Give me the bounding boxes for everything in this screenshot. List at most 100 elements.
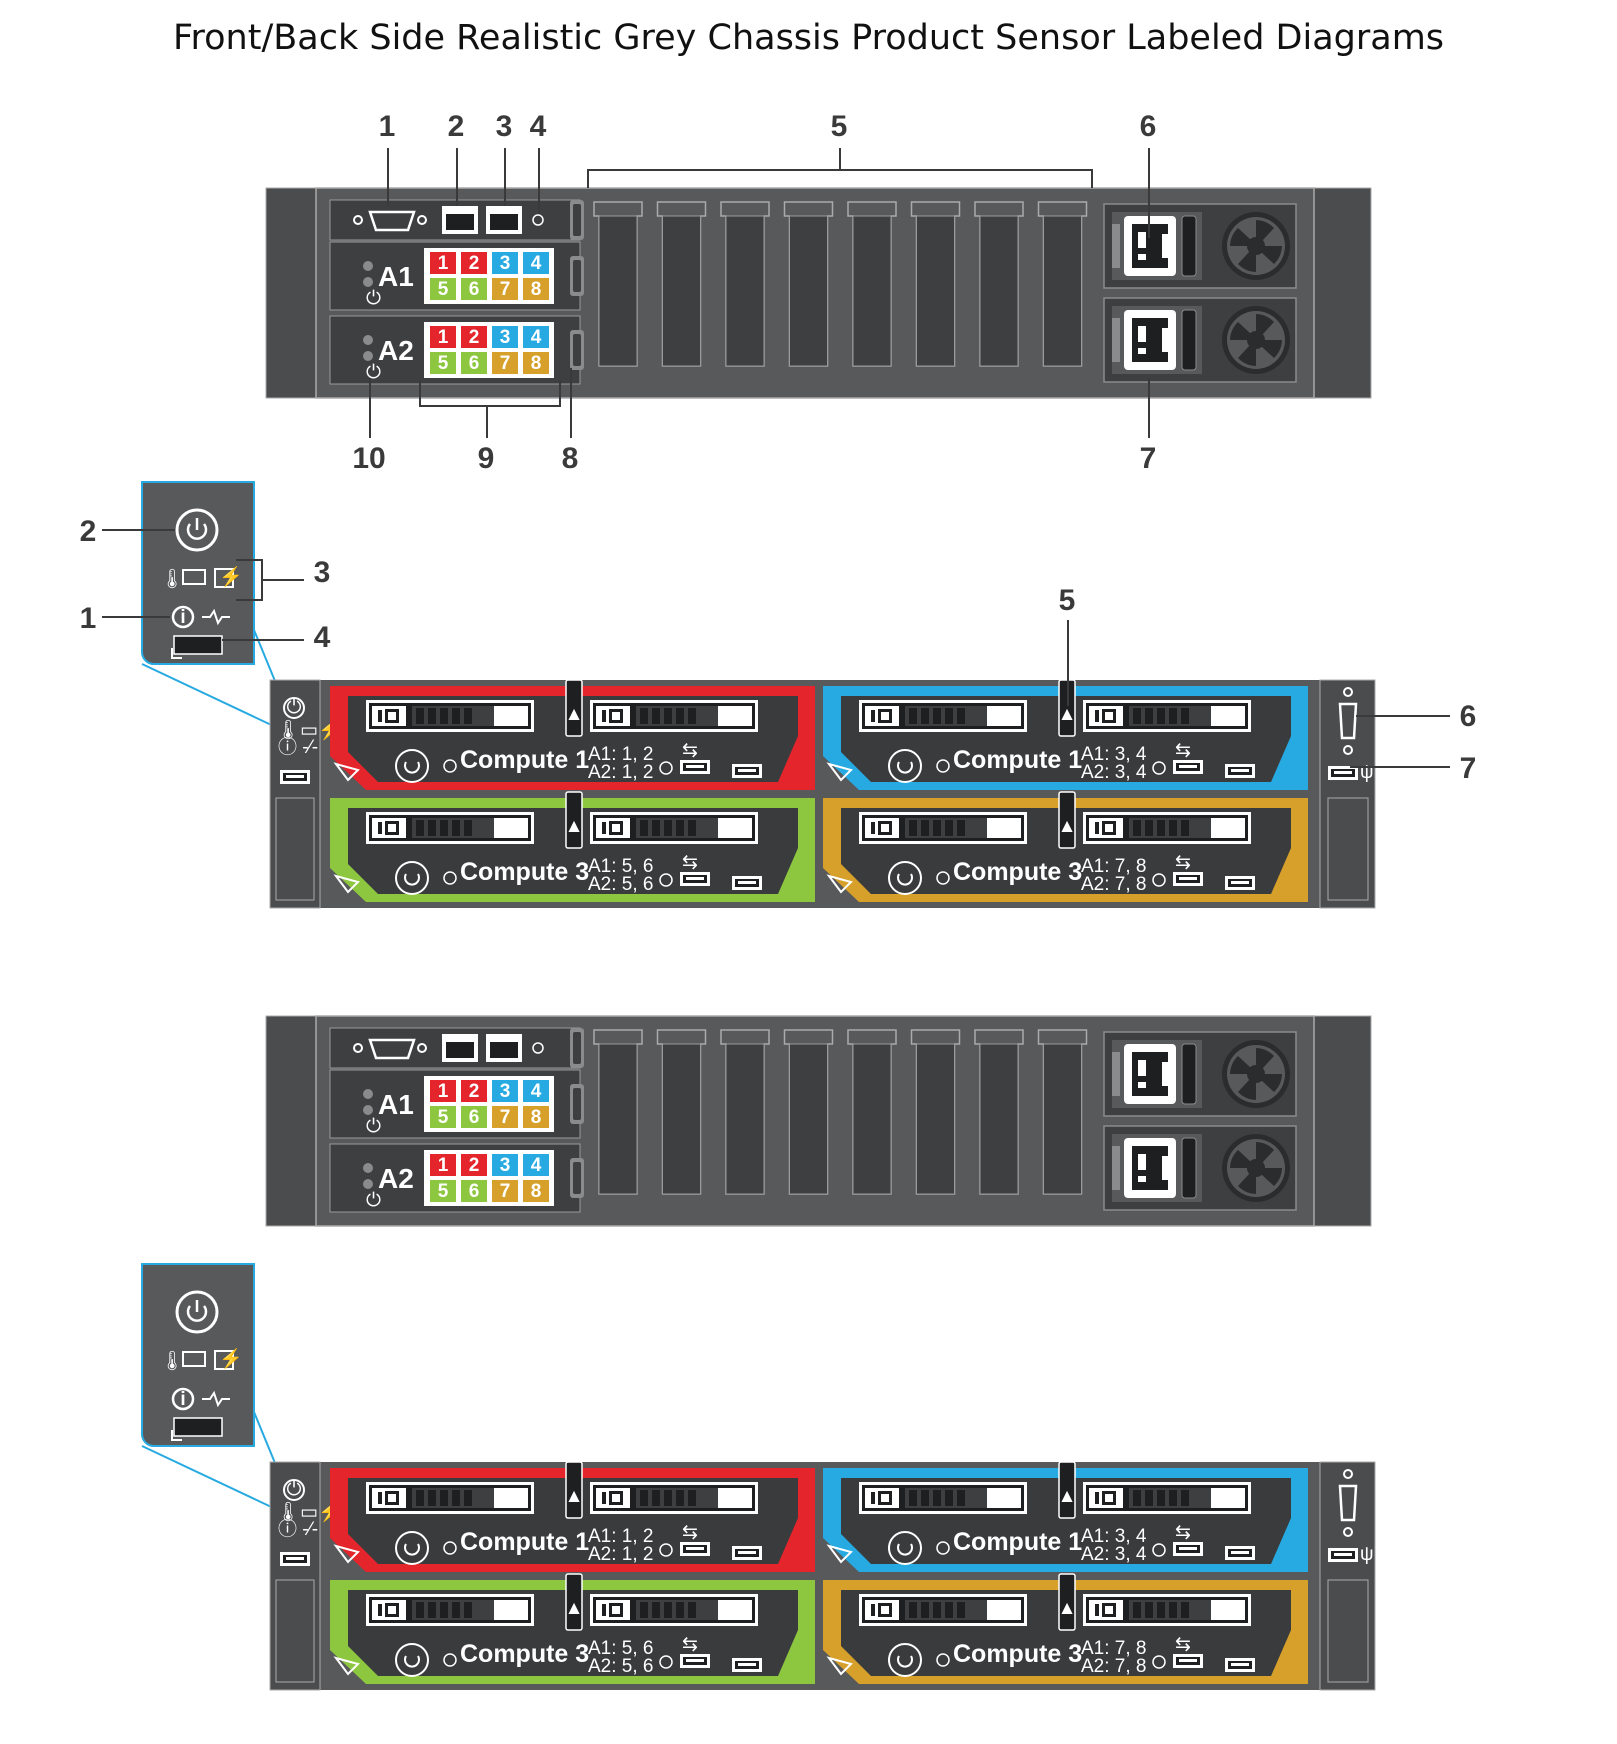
vga-port-icon [368, 210, 416, 232]
port-number: 5 [438, 1107, 449, 1128]
pcie-slot [974, 1029, 1024, 1195]
sled-label: Compute 1 [460, 1528, 589, 1556]
usb-port [1173, 1654, 1203, 1668]
mapping-a1: A1: 5, 6 [588, 1638, 654, 1659]
port-8 [523, 278, 549, 300]
usb-port [1173, 760, 1203, 774]
port-number: 4 [531, 327, 542, 348]
mapping-a2: A2: 1, 2 [588, 1544, 654, 1565]
vga-port-icon [368, 1038, 416, 1060]
usb-icon: ⇆ [682, 740, 698, 761]
port-6 [461, 1106, 487, 1128]
pcie-slot [1037, 201, 1088, 367]
latch-icon [565, 791, 583, 849]
status-led [363, 1089, 373, 1099]
status-led-icon [659, 1543, 673, 1557]
port-number: 8 [531, 1181, 542, 1202]
port-number: 3 [500, 1155, 511, 1176]
usb-port [1173, 1542, 1203, 1556]
right-ear [1319, 1461, 1376, 1691]
mapping-a1: A1: 1, 2 [588, 744, 654, 765]
sled-power-icon [395, 861, 429, 895]
heartbeat-icon [202, 608, 230, 626]
sled-handle-icon [826, 874, 853, 894]
port-number: 3 [500, 1081, 511, 1102]
status-led [363, 277, 373, 287]
sled-power-icon [888, 1531, 922, 1565]
drive-bay [366, 812, 534, 844]
callout-number: 4 [314, 621, 331, 654]
callout-number: 8 [562, 442, 579, 475]
sled-handle-icon [826, 1544, 853, 1564]
status-led [363, 261, 373, 271]
port-5 [430, 352, 456, 374]
mapping-a1: A1: 7, 8 [1081, 856, 1147, 877]
chassis-front: ⏻🌡▭⚡ⓘ -⁄-ψ▲Compute 1A1: 1, 2A2: 1, 2⇆▲Co… [269, 679, 1376, 909]
rack-ear-left [265, 1015, 317, 1227]
mapping-a2: A2: 7, 8 [1081, 1656, 1147, 1677]
sled-handle-icon [826, 762, 853, 782]
usb-icon: ⇆ [1175, 852, 1191, 873]
mapping-a1: A1: 3, 4 [1081, 1526, 1147, 1547]
usb-port [732, 764, 762, 778]
port-6 [461, 1180, 487, 1202]
port-3 [492, 1080, 518, 1102]
port-3 [492, 1154, 518, 1176]
slot-label: A2 [378, 335, 414, 366]
callout-number: 2 [448, 110, 465, 143]
bracket-line [587, 169, 1093, 188]
drive-bay [366, 1482, 534, 1514]
sled-power-icon [395, 749, 429, 783]
usb-mgmt-port-icon [173, 1417, 223, 1437]
io-module [329, 1027, 584, 1069]
slot-label: A1 [378, 1089, 414, 1120]
sled-handle-icon [826, 1656, 853, 1676]
left-ear-controls: ⏻🌡▭⚡ⓘ -⁄- [275, 1479, 342, 1683]
vga-port-icon [1338, 1484, 1358, 1522]
slot-label: A1 [378, 261, 414, 292]
handle-slot [275, 1579, 315, 1683]
port-3 [492, 326, 518, 348]
pcie-slot [783, 1029, 834, 1195]
network-port-icon [442, 206, 478, 234]
mapping-a1: A1: 3, 4 [1081, 744, 1147, 765]
rack-ear-left [265, 187, 317, 399]
id-button-icon [532, 214, 544, 226]
latch-icon [1058, 1461, 1076, 1519]
drive-bay [366, 700, 534, 732]
sled-power-icon [888, 861, 922, 895]
thermometer-icon: 🌡 [160, 569, 184, 590]
thermometer-icon: 🌡 [160, 1351, 184, 1372]
id-button-icon [532, 1042, 544, 1054]
network-port-icon [486, 1034, 522, 1062]
port-7 [492, 1180, 518, 1202]
latch-icon [565, 1573, 583, 1631]
usb-icon: ⇆ [682, 1634, 698, 1655]
callout-number: 1 [379, 110, 396, 143]
sled-label: Compute 1 [953, 746, 1082, 774]
port-number: 8 [531, 279, 542, 300]
mapping-a2: A2: 3, 4 [1081, 762, 1147, 783]
port-number: 2 [469, 1081, 480, 1102]
sled-label: Compute 3 [953, 1640, 1082, 1668]
port-7 [492, 278, 518, 300]
mapping-a2: A2: 5, 6 [588, 1656, 654, 1677]
sled-label: Compute 3 [460, 1640, 589, 1668]
status-led-icon [936, 1653, 950, 1667]
handle-slot [1327, 1579, 1369, 1683]
power-supply-1 [1103, 1031, 1297, 1117]
usb-port [1328, 766, 1358, 780]
pcie-slot [656, 1029, 707, 1195]
port-number: 3 [500, 327, 511, 348]
usb-icon [280, 770, 310, 784]
right-ear [1319, 679, 1376, 909]
usb-port [680, 1654, 710, 1668]
bracket-line [419, 380, 561, 407]
port-4 [523, 1080, 549, 1102]
port-1 [430, 1080, 456, 1102]
screw-icon [353, 215, 363, 225]
pcie-slot [974, 201, 1024, 367]
